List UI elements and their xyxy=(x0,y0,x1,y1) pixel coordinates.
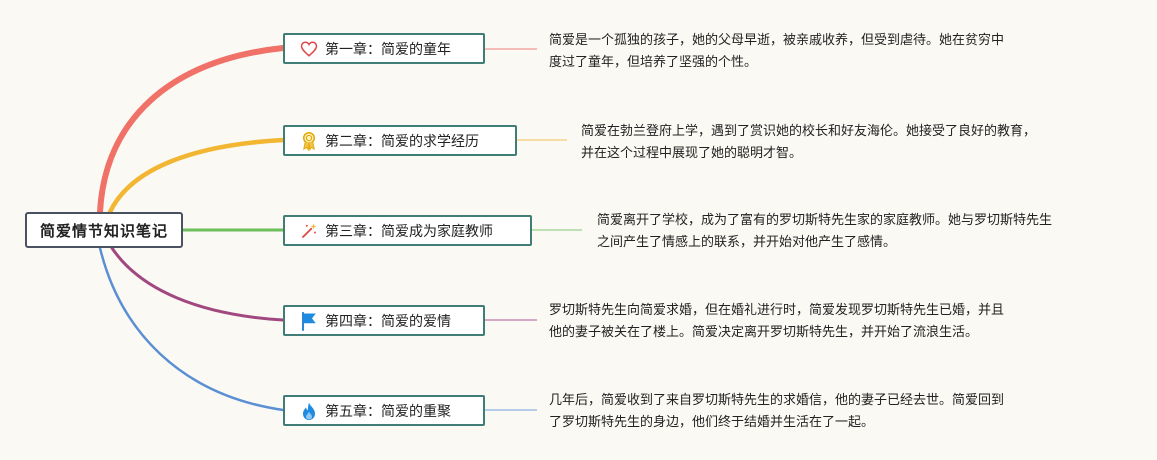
branch-topic-4[interactable]: 第四章：简爱的爱情 xyxy=(283,305,485,336)
note-line: 简爱离开了学校，成为了富有的罗切斯特先生家的家庭教师。她与罗切斯特先生 xyxy=(597,213,1053,228)
branch-note-4: 罗切斯特先生向简爱求婚，但在婚礼进行时，简爱发现罗切斯特先生已婚，并且 他的妻子… xyxy=(549,300,1004,344)
root-topic[interactable]: 简爱情节知识笔记 xyxy=(25,212,183,248)
branch-connector-5 xyxy=(98,246,285,412)
note-line: 了罗切斯特先生的身边，他们终于结婚并生活在了一起。 xyxy=(549,415,875,430)
note-line: 罗切斯特先生向简爱求婚，但在婚礼进行时，简爱发现罗切斯特先生已婚，并且 xyxy=(549,303,1005,318)
branch-label-1: 第一章：简爱的童年 xyxy=(325,41,451,58)
note-line: 并在这个过程中展现了她的聪明才智。 xyxy=(581,146,803,161)
branch-connector-2 xyxy=(107,137,286,215)
branch-label-4: 第四章：简爱的爱情 xyxy=(325,313,451,330)
note-line: 简爱在勃兰登府上学，遇到了赏识她的校长和好友海伦。她接受了良好的教育， xyxy=(581,124,1037,139)
heart-icon xyxy=(299,39,319,59)
flame-icon xyxy=(299,401,319,421)
branch-topic-3[interactable]: 第三章：简爱成为家庭教师 xyxy=(283,215,532,246)
note-line: 几年后，简爱收到了来自罗切斯特先生的求婚信，他的妻子已经去世。简爱回到 xyxy=(549,393,1005,408)
note-line: 他的妻子被关在了楼上。简爱决定离开罗切斯特先生，并开始了流浪生活。 xyxy=(549,325,979,340)
branch-label-3: 第三章：简爱成为家庭教师 xyxy=(325,223,493,240)
branch-topic-1[interactable]: 第一章：简爱的童年 xyxy=(283,33,485,64)
branch-topic-2[interactable]: 第二章：简爱的求学经历 xyxy=(283,125,517,156)
branch-label-5: 第五章：简爱的重聚 xyxy=(325,403,451,420)
branch-note-5: 几年后，简爱收到了来自罗切斯特先生的求婚信，他的妻子已经去世。简爱回到 了罗切斯… xyxy=(549,390,1004,434)
branch-connector-4 xyxy=(110,246,285,322)
magic-wand-icon xyxy=(299,221,319,241)
branch-connector-1 xyxy=(97,45,286,215)
note-line: 度过了童年，但培养了坚强的个性。 xyxy=(549,55,758,70)
note-line: 简爱是一个孤独的孩子，她的父母早逝，被亲戚收养，但受到虐待。她在贫穷中 xyxy=(549,33,1005,48)
flag-icon xyxy=(299,311,319,331)
note-line: 之间产生了情感上的联系，并开始对他产生了感情。 xyxy=(597,235,897,250)
branch-note-2: 简爱在勃兰登府上学，遇到了赏识她的校长和好友海伦。她接受了良好的教育， 并在这个… xyxy=(581,121,1036,165)
award-ribbon-icon xyxy=(299,131,319,151)
branch-topic-5[interactable]: 第五章：简爱的重聚 xyxy=(283,395,485,426)
branch-label-2: 第二章：简爱的求学经历 xyxy=(325,133,479,150)
branch-note-3: 简爱离开了学校，成为了富有的罗切斯特先生家的家庭教师。她与罗切斯特先生 之间产生… xyxy=(597,210,1052,254)
branch-note-1: 简爱是一个孤独的孩子，她的父母早逝，被亲戚收养，但受到虐待。她在贫穷中 度过了童… xyxy=(549,30,1004,74)
